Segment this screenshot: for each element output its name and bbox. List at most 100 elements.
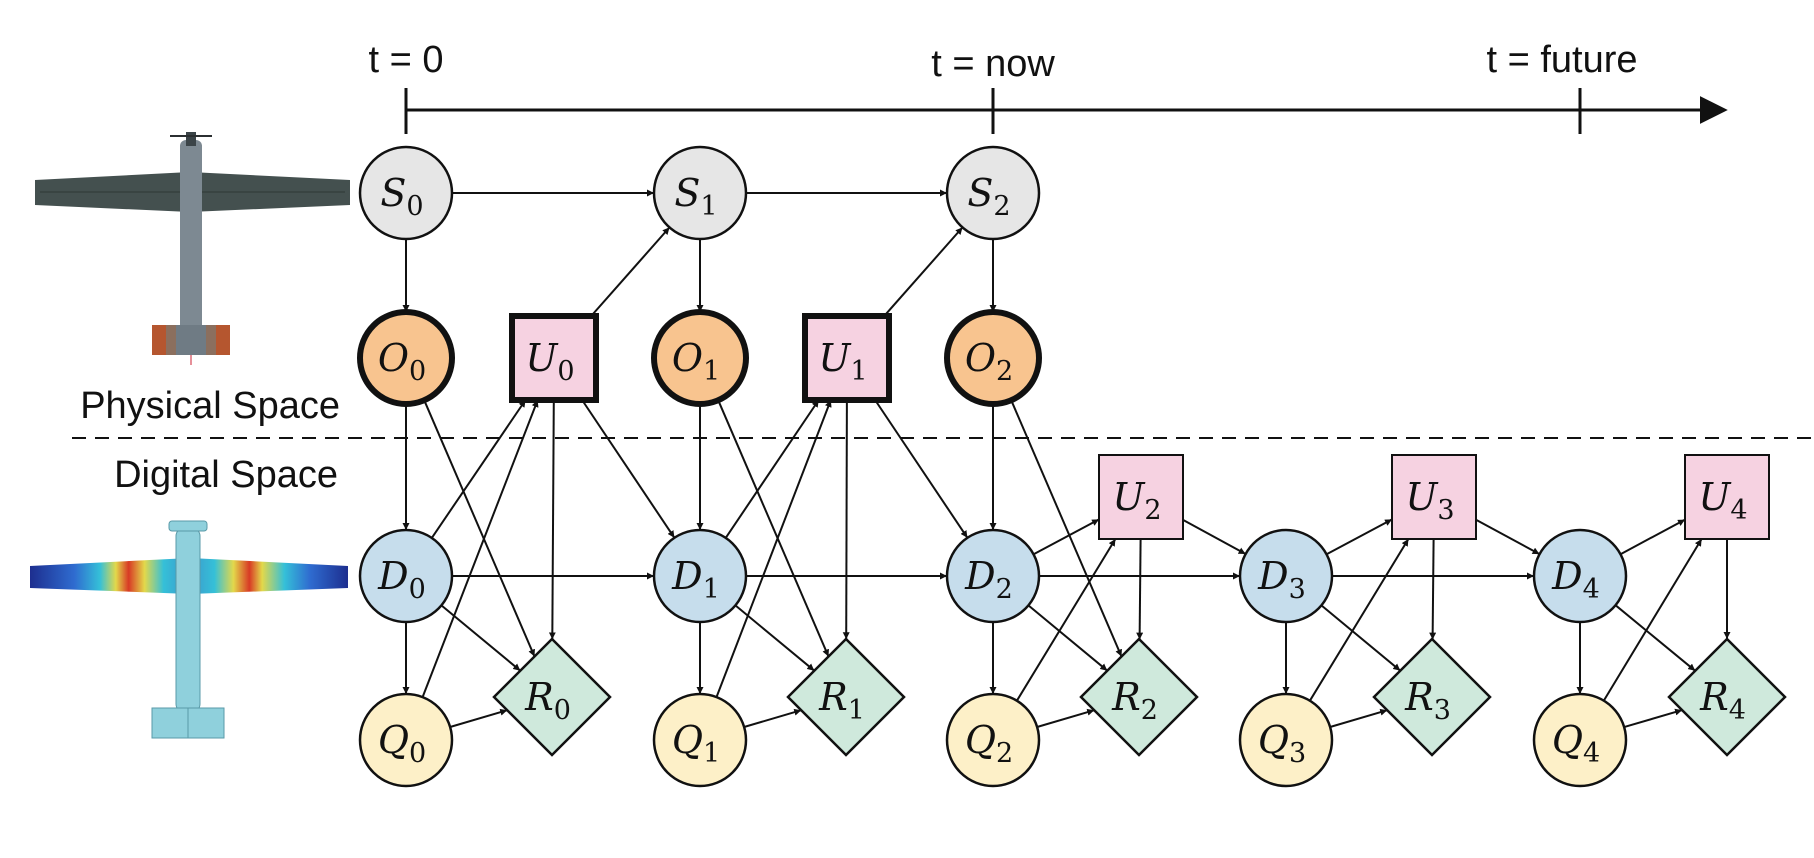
node-label-R3: R3	[1404, 675, 1451, 726]
node-shape-U1	[802, 313, 892, 403]
edge-U0-R0	[548, 399, 556, 640]
edge-D4-U4	[1620, 518, 1686, 556]
edge-Q0-U0	[421, 399, 539, 698]
node-shape-O2	[944, 309, 1042, 407]
node-label-O1: O1	[672, 336, 720, 387]
node-label-D3: D3	[1257, 554, 1306, 605]
node-Q3: Q3	[1238, 692, 1334, 788]
edge-Q1-U1	[715, 399, 832, 698]
node-shape-D1	[652, 528, 748, 624]
node-R0: R0	[492, 637, 612, 757]
timeline: t = 0 t = now t = future	[369, 39, 1728, 134]
physical-space-label: Physical Space	[80, 385, 340, 427]
edge-Q0-R0	[449, 708, 508, 728]
node-label-D2: D2	[964, 554, 1013, 605]
node-D4: D4	[1532, 528, 1628, 624]
node-label-S2: S2	[967, 171, 1010, 222]
node-shape-U3	[1391, 454, 1477, 540]
node-U0: U0	[509, 313, 599, 403]
digital-space-label: Digital Space	[114, 454, 338, 496]
node-shape-S2	[945, 145, 1041, 241]
node-label-U2: U2	[1112, 475, 1161, 526]
edge-Q3-U3	[1309, 538, 1410, 702]
node-shape-O1	[651, 309, 749, 407]
edge-U0-D1	[581, 399, 676, 539]
node-S0: S0	[358, 145, 454, 241]
edge-O0-R0	[423, 399, 536, 657]
node-D1: D1	[652, 528, 748, 624]
node-shape-R0	[492, 637, 612, 757]
edge-U1-D2	[874, 399, 969, 539]
node-label-R4: R4	[1699, 675, 1746, 726]
edge-U1-R1	[842, 399, 850, 640]
node-label-U0: U0	[525, 336, 574, 387]
node-U4: U4	[1684, 454, 1770, 540]
digital-airplane-image	[30, 520, 348, 739]
node-O0: O0	[357, 309, 455, 407]
edge-O1-R1	[717, 399, 830, 657]
node-label-D1: D1	[671, 554, 720, 605]
node-shape-D0	[358, 528, 454, 624]
edge-U3-D4	[1475, 518, 1540, 555]
node-shape-R1	[786, 637, 906, 757]
node-label-U1: U1	[818, 336, 867, 387]
node-S2: S2	[945, 145, 1041, 241]
node-S1: S1	[652, 145, 748, 241]
edge-Q2-R2	[1036, 708, 1095, 728]
node-O2: O2	[944, 309, 1042, 407]
node-D0: D0	[358, 528, 454, 624]
node-label-S1: S1	[674, 171, 717, 222]
node-D3: D3	[1238, 528, 1334, 624]
node-shape-R4	[1667, 637, 1787, 757]
tick-label-future: t = future	[1486, 39, 1637, 81]
node-label-D0: D0	[377, 554, 426, 605]
edge-Q3-R3	[1329, 708, 1388, 728]
node-shape-Q1	[652, 692, 748, 788]
node-Q2: Q2	[945, 692, 1041, 788]
node-label-O2: O2	[965, 336, 1013, 387]
node-D2: D2	[945, 528, 1041, 624]
edge-D2-U2	[1033, 518, 1100, 556]
edge-D1-U1	[724, 399, 820, 539]
node-shape-Q2	[945, 692, 1041, 788]
node-shape-D3	[1238, 528, 1334, 624]
node-shape-U4	[1684, 454, 1770, 540]
edge-D2-R2	[1027, 604, 1108, 672]
tick-label-t0: t = 0	[369, 39, 444, 81]
node-label-R1: R1	[818, 675, 865, 726]
node-U2: U2	[1098, 454, 1184, 540]
node-label-U3: U3	[1405, 475, 1454, 526]
node-shape-Q3	[1238, 692, 1334, 788]
node-R1: R1	[786, 637, 906, 757]
edge-U2-D3	[1182, 519, 1247, 555]
edge-D0-R0	[440, 604, 521, 672]
node-R2: R2	[1079, 637, 1199, 757]
node-Q4: Q4	[1532, 692, 1628, 788]
edge-D1-R1	[734, 604, 815, 672]
node-R4: R4	[1667, 637, 1787, 757]
node-label-Q4: Q4	[1552, 718, 1600, 769]
node-label-Q2: Q2	[965, 718, 1013, 769]
edge-Q1-R1	[743, 708, 802, 728]
node-shape-R3	[1372, 637, 1492, 757]
physical-airplane-image	[35, 132, 350, 365]
node-U3: U3	[1391, 454, 1477, 540]
edge-Q2-U2	[1016, 538, 1117, 702]
node-O1: O1	[651, 309, 749, 407]
node-shape-S0	[358, 145, 454, 241]
node-label-O0: O0	[378, 336, 426, 387]
node-label-R2: R2	[1111, 675, 1158, 726]
edge-U2-R2	[1136, 538, 1144, 640]
node-label-Q0: Q0	[378, 718, 426, 769]
node-label-Q3: Q3	[1258, 718, 1306, 769]
edge-Q4-R4	[1623, 708, 1683, 729]
node-U1: U1	[802, 313, 892, 403]
node-label-S0: S0	[380, 171, 423, 222]
node-shape-D4	[1532, 528, 1628, 624]
edge-U3-R3	[1429, 538, 1437, 640]
edges	[402, 189, 1731, 729]
edge-D4-R4	[1614, 604, 1696, 672]
edge-D0-U0	[430, 399, 527, 539]
node-shape-R2	[1079, 637, 1199, 757]
